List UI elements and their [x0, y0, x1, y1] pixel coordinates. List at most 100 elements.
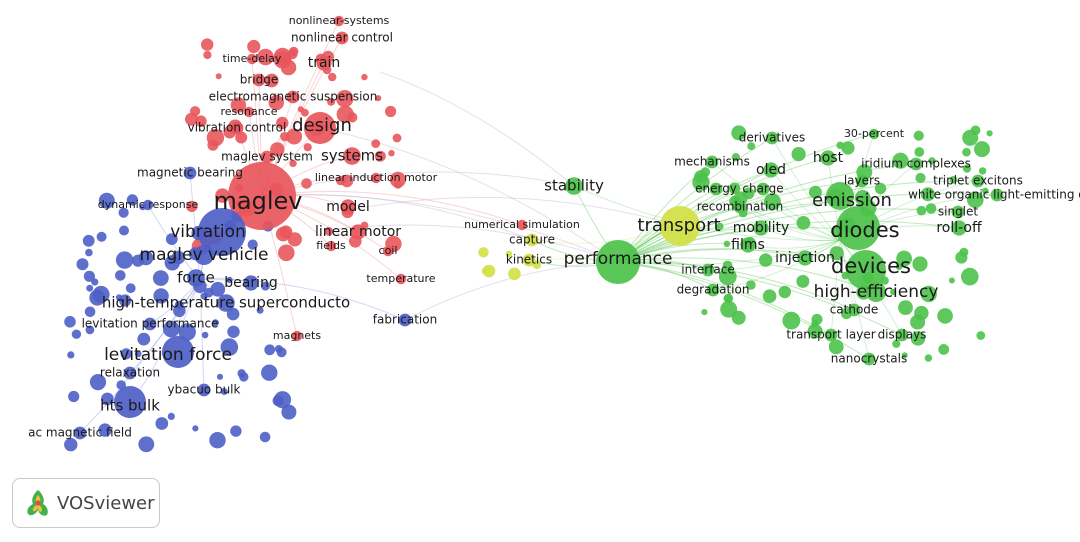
node-label[interactable]: ac magnetic field — [28, 426, 132, 440]
node-bubble[interactable] — [868, 128, 880, 140]
node-bubble[interactable] — [114, 386, 146, 418]
node-bubble[interactable] — [73, 426, 87, 440]
node-bubble[interactable] — [971, 174, 985, 188]
node-bubble[interactable] — [291, 330, 303, 342]
node-bubble[interactable] — [824, 328, 838, 342]
node-bubble[interactable] — [316, 55, 332, 71]
node-bubble[interactable] — [162, 336, 194, 368]
node-label[interactable]: time-delay — [223, 52, 282, 65]
node-bubble[interactable] — [243, 275, 259, 291]
node-bubble[interactable] — [705, 155, 719, 169]
node-bubble[interactable] — [382, 245, 394, 257]
node-bubble[interactable] — [228, 162, 296, 230]
node-bubble[interactable] — [522, 253, 536, 267]
node-bubble[interactable] — [243, 106, 255, 118]
node-bubble[interactable] — [660, 206, 700, 246]
node-label[interactable]: temperature — [366, 272, 435, 285]
node-bubble[interactable] — [820, 150, 836, 166]
node-bubble[interactable] — [198, 208, 246, 256]
node-bubble[interactable] — [142, 199, 154, 211]
node-bubble[interactable] — [252, 73, 266, 87]
node-label[interactable]: design — [292, 115, 352, 136]
node-bubble[interactable] — [123, 366, 137, 380]
node-bubble[interactable] — [733, 200, 747, 214]
node-label[interactable]: numerical simulation — [464, 218, 580, 231]
node-label[interactable]: fabrication — [373, 313, 437, 327]
node-label[interactable]: maglev vehicle — [140, 245, 269, 265]
node-bubble[interactable] — [395, 273, 407, 285]
node-label[interactable]: kinetics — [506, 253, 552, 267]
node-label[interactable]: triplet excitons — [933, 174, 1023, 188]
node-bubble[interactable] — [143, 317, 157, 331]
node-label[interactable]: capture — [509, 233, 555, 247]
vosviewer-logo-button[interactable]: VOSviewer — [12, 478, 160, 528]
node-bubble[interactable] — [197, 383, 211, 397]
node-label[interactable]: nonlinear control — [291, 31, 393, 45]
node-bubble[interactable] — [525, 233, 539, 247]
node-label[interactable]: displays — [878, 328, 927, 342]
node-bubble[interactable] — [596, 240, 640, 284]
node-label[interactable]: white organic light-emitting d — [908, 188, 1080, 202]
node-bubble[interactable] — [756, 182, 770, 196]
node-bubble[interactable] — [325, 240, 337, 252]
node-label[interactable]: layers — [844, 174, 880, 188]
node-bubble[interactable] — [846, 250, 886, 290]
node-bubble[interactable] — [951, 205, 965, 219]
node-label[interactable]: high-temperature superconducto — [102, 294, 350, 312]
node-bubble[interactable] — [350, 224, 366, 240]
node-label[interactable]: films — [731, 237, 765, 253]
node-label[interactable]: degradation — [677, 283, 750, 297]
node-bubble[interactable] — [304, 112, 336, 144]
node-label[interactable]: magnets — [273, 329, 321, 342]
node-label[interactable]: relaxation — [100, 366, 160, 380]
node-bubble[interactable] — [847, 303, 861, 317]
node-label[interactable]: magnetic bearing — [137, 166, 243, 180]
node-label[interactable]: energy — [695, 182, 737, 196]
node-bubble[interactable] — [797, 250, 813, 266]
node-bubble[interactable] — [909, 157, 923, 171]
node-label[interactable]: recombination — [697, 200, 784, 214]
node-label[interactable]: levitation force — [104, 345, 232, 365]
node-label[interactable]: diodes — [830, 218, 899, 242]
node-label[interactable]: emission — [812, 190, 892, 211]
node-bubble[interactable] — [246, 53, 258, 65]
node-bubble[interactable] — [826, 182, 854, 210]
node-label[interactable]: iridium complexes — [861, 157, 971, 171]
node-label[interactable]: train — [308, 55, 341, 71]
node-bubble[interactable] — [753, 220, 769, 236]
node-bubble[interactable] — [343, 147, 361, 165]
node-bubble[interactable] — [183, 166, 197, 180]
node-label[interactable]: mobility — [733, 220, 790, 236]
node-label[interactable]: devices — [831, 254, 911, 278]
node-bubble[interactable] — [194, 245, 214, 265]
node-label[interactable]: host — [813, 150, 844, 166]
node-label[interactable]: levitation performance — [82, 317, 219, 331]
node-label[interactable]: vibration control — [188, 121, 287, 135]
node-bubble[interactable] — [230, 121, 244, 135]
node-bubble[interactable] — [260, 150, 274, 164]
node-bubble[interactable] — [335, 31, 349, 45]
node-bubble[interactable] — [217, 294, 235, 312]
node-bubble[interactable] — [763, 162, 779, 178]
node-label[interactable]: electromagnetic suspension — [209, 90, 378, 104]
node-label[interactable]: dynamic response — [98, 198, 199, 211]
node-bubble[interactable] — [709, 182, 723, 196]
node-bubble[interactable] — [990, 188, 1004, 202]
node-label[interactable]: 30-percent — [844, 127, 905, 140]
node-bubble[interactable] — [706, 283, 720, 297]
node-label[interactable]: cathode — [830, 303, 879, 317]
node-bubble[interactable] — [862, 352, 876, 366]
node-bubble[interactable] — [836, 206, 880, 250]
node-label[interactable]: roll-off — [936, 220, 982, 236]
node-bubble[interactable] — [340, 199, 356, 215]
node-bubble[interactable] — [286, 90, 300, 104]
node-label[interactable]: charge — [742, 182, 783, 196]
node-bubble[interactable] — [187, 269, 205, 287]
node-bubble[interactable] — [855, 174, 869, 188]
node-bubble[interactable] — [565, 177, 583, 195]
node-label[interactable]: nonlinear-systems — [289, 14, 390, 27]
node-bubble[interactable] — [951, 220, 967, 236]
node-bubble[interactable] — [895, 328, 909, 342]
node-bubble[interactable] — [333, 15, 345, 27]
